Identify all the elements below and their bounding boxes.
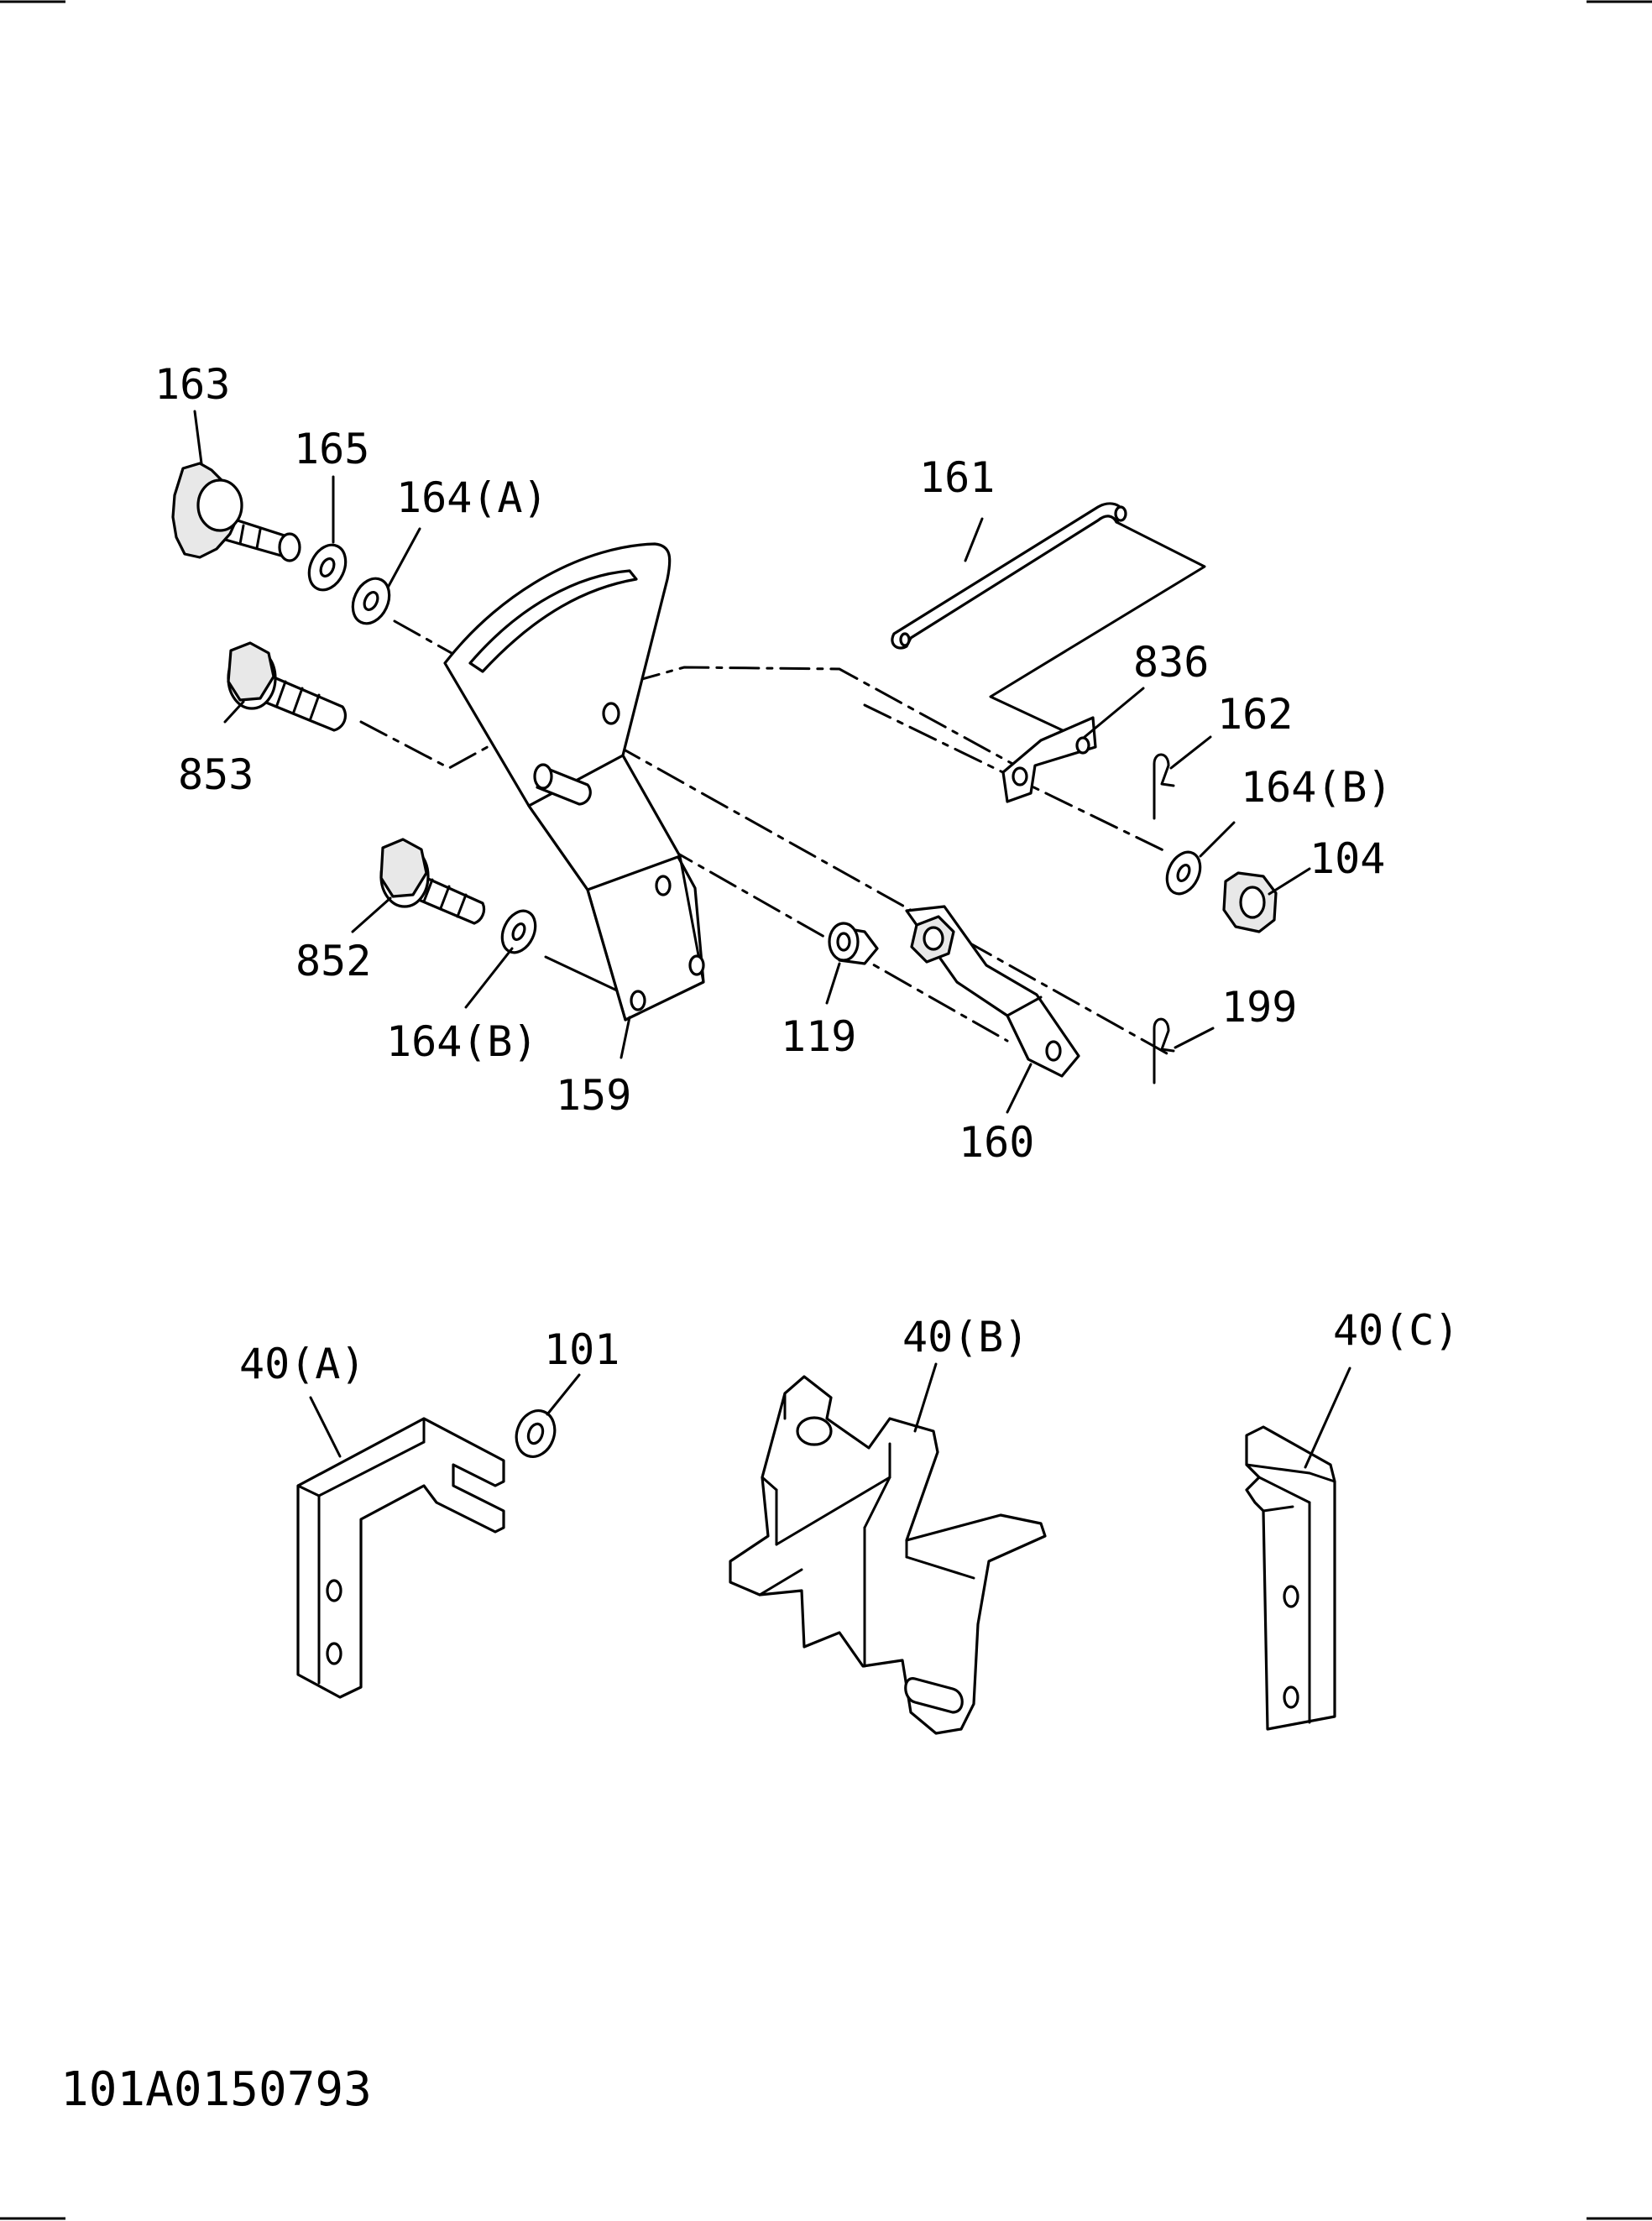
callout-162: 162 (1217, 690, 1293, 739)
callout-163: 163 (154, 360, 230, 409)
callout-160: 160 (959, 1118, 1034, 1167)
callout-199: 199 (1221, 983, 1297, 1032)
collar-119 (828, 922, 879, 965)
washer-164b-right (1165, 850, 1202, 896)
callout-101: 101 (544, 1325, 620, 1374)
callout-852: 852 (295, 937, 371, 985)
callout-104: 104 (1310, 834, 1385, 883)
clip-162 (1153, 753, 1175, 820)
bracket-40a (296, 1417, 505, 1699)
nut-104 (1222, 871, 1278, 933)
callout-161: 161 (919, 453, 995, 502)
callout-40b: 40(B) (902, 1313, 1029, 1361)
callout-159: 159 (556, 1071, 631, 1120)
lever-160 (905, 905, 1080, 1078)
bolt-852 (379, 838, 486, 925)
clip-199 (1153, 1017, 1175, 1084)
bracket-40c (1245, 1425, 1336, 1731)
callout-165: 165 (294, 425, 369, 473)
callout-labels: 163 165 164(A) 161 836 162 164(B) 104 85… (154, 360, 1460, 1388)
callout-40a: 40(A) (239, 1340, 366, 1388)
washer-164b-left (500, 909, 537, 954)
plate-159 (443, 542, 705, 1022)
callout-40c: 40(C) (1333, 1306, 1460, 1355)
bolt-853 (227, 641, 348, 732)
washer-164a (351, 577, 391, 625)
washer-101 (515, 1409, 557, 1458)
callout-119: 119 (781, 1012, 856, 1061)
callout-164a: 164(A) (396, 473, 548, 522)
callout-164b-right: 164(B) (1241, 763, 1393, 812)
leader-lines (193, 410, 1351, 1469)
assembly-center-lines (359, 520, 1206, 1055)
knob-163 (171, 462, 301, 562)
rod-161 (891, 502, 1127, 650)
bracket-40b (729, 1375, 1047, 1735)
callout-164b-left: 164(B) (386, 1017, 538, 1066)
document-code: 101A0150793 (60, 2062, 372, 2117)
callout-836: 836 (1133, 638, 1209, 687)
callout-853: 853 (178, 750, 254, 799)
washer-165 (307, 543, 348, 592)
bracket-836 (1001, 716, 1097, 803)
